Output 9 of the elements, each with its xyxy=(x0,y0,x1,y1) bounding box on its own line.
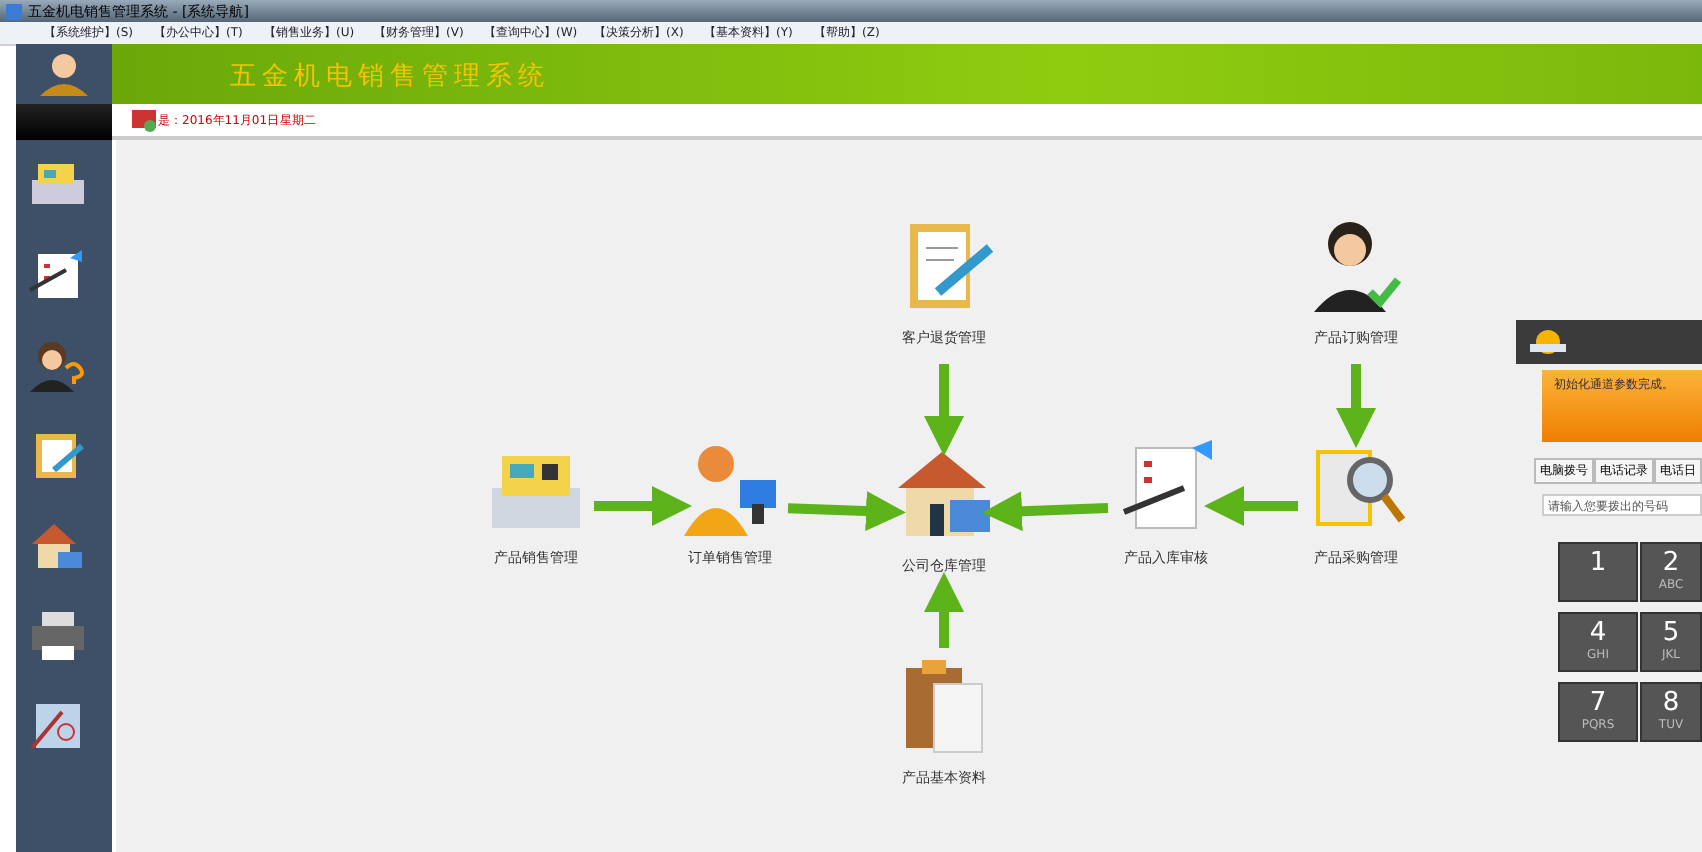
arrow xyxy=(924,572,964,648)
app-heading: 五金机电销售管理系统 xyxy=(230,60,550,94)
arrow xyxy=(787,491,906,532)
arrow xyxy=(1204,486,1298,526)
arrow xyxy=(594,486,692,526)
arrow xyxy=(982,491,1109,532)
arrow xyxy=(1336,364,1376,448)
keypad-key: 1 xyxy=(1558,542,1638,602)
arrow xyxy=(924,364,964,456)
